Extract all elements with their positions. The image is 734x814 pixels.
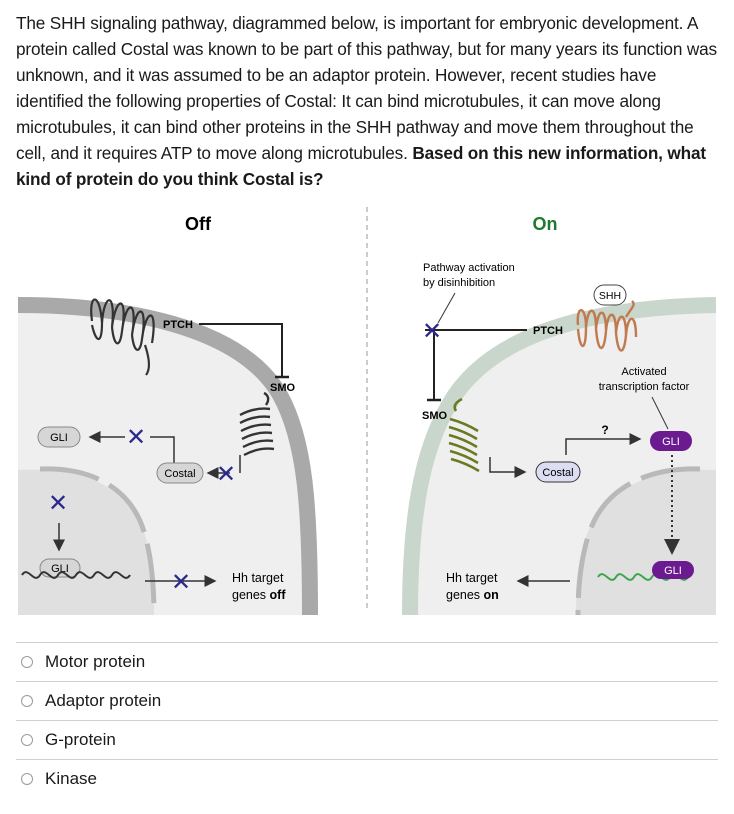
shh-pathway-diagram: PTCH SMO GLI ✕ Costal ✕ ✕ GLI ✕ Hh targe… [0, 205, 734, 620]
on-question-mark: ? [601, 423, 608, 437]
on-gli-pill [650, 431, 692, 451]
on-genes-line2: genes on [446, 588, 499, 602]
off-ptch-protein [90, 298, 155, 376]
question-text: The SHH signaling pathway, diagrammed be… [16, 10, 722, 192]
on-pathway-line1: Pathway activation [423, 262, 515, 274]
off-heading: Off [185, 214, 212, 234]
on-activated-pointer [651, 396, 669, 430]
question-body: The SHH signaling pathway, diagrammed be… [16, 13, 717, 163]
on-gli-nucleus-pill [652, 561, 694, 579]
on-ptch-label: PTCH [533, 325, 563, 337]
off-genes-state: off [270, 588, 287, 602]
off-genes-prefix: genes [232, 588, 266, 602]
option-g-protein[interactable]: G-protein [16, 720, 718, 759]
on-gli-label: GLI [662, 436, 680, 448]
off-inhibit-x-costal-icon: ✕ [216, 461, 236, 488]
option-kinase[interactable]: Kinase [16, 759, 718, 798]
option-adaptor-protein[interactable]: Adaptor protein [16, 681, 718, 720]
diagram-svg: PTCH SMO GLI ✕ Costal ✕ ✕ GLI ✕ Hh targe… [17, 207, 717, 616]
on-smo-label: SMO [422, 410, 448, 422]
off-inhibit-x-gli-icon: ✕ [126, 424, 146, 451]
radio-icon[interactable] [21, 656, 33, 668]
off-cell-membrane [17, 297, 318, 616]
option-label: Kinase [45, 769, 97, 788]
off-costal-label: Costal [164, 468, 195, 480]
radio-icon[interactable] [21, 734, 33, 746]
off-ptch-inhibit-line [199, 323, 283, 377]
option-motor-protein[interactable]: Motor protein [16, 642, 718, 681]
radio-icon[interactable] [21, 773, 33, 785]
on-pathway-line2: by disinhibition [423, 277, 495, 289]
off-panel: PTCH SMO GLI ✕ Costal ✕ ✕ GLI ✕ Hh targe… [17, 214, 318, 616]
on-heading: On [533, 214, 558, 234]
radio-icon[interactable] [21, 695, 33, 707]
on-costal-gli-arrow [565, 433, 642, 455]
on-panel: Pathway activation by disinhibition ✕ PT… [402, 214, 717, 616]
off-genes-line1: Hh target [232, 571, 284, 585]
on-shh-label: SHH [599, 290, 621, 302]
off-genes-line2: genes off [232, 588, 286, 602]
on-activated-line1: Activated [621, 366, 666, 378]
on-inhibit-x-ptch-icon: ✕ [422, 318, 442, 345]
on-activated-line2: transcription factor [599, 381, 690, 393]
on-pathway-pointer [437, 292, 456, 324]
on-genes-line1: Hh target [446, 571, 498, 585]
on-nuclear-envelope [575, 466, 701, 616]
on-costal-label: Costal [542, 467, 573, 479]
off-gli-label: GLI [50, 432, 68, 444]
off-gli-nucleus-pill [39, 558, 81, 578]
off-inhibit-x-genes-icon: ✕ [171, 569, 191, 596]
answer-options: Motor protein Adaptor protein G-protein … [16, 642, 718, 798]
off-gli-pill [37, 426, 81, 448]
on-smo-protein [448, 397, 480, 473]
on-smo-costal-arrow [489, 457, 527, 478]
option-label: Adaptor protein [45, 691, 162, 710]
off-costal-link-line [150, 436, 175, 463]
on-gli-nucleus-label: GLI [664, 565, 682, 577]
on-genes-prefix: genes [446, 588, 480, 602]
on-ptch-protein [576, 300, 638, 352]
off-costal-pill [156, 462, 204, 484]
question-prompt: Based on this new information, what kind… [16, 143, 706, 189]
off-nucleus [18, 469, 154, 615]
on-shh-pill [593, 284, 627, 306]
on-costal-pill [535, 461, 581, 483]
on-genes-state: on [484, 588, 499, 602]
off-smo-protein [239, 391, 275, 457]
off-nuclear-envelope [39, 466, 157, 616]
on-cell-membrane [402, 297, 717, 616]
off-dna-strand [21, 571, 131, 579]
off-ptch-label: PTCH [163, 319, 193, 331]
off-smo-label: SMO [270, 382, 296, 394]
option-label: G-protein [45, 730, 116, 749]
option-label: Motor protein [45, 652, 146, 671]
off-inhibit-x-nucleus-icon: ✕ [48, 490, 68, 517]
